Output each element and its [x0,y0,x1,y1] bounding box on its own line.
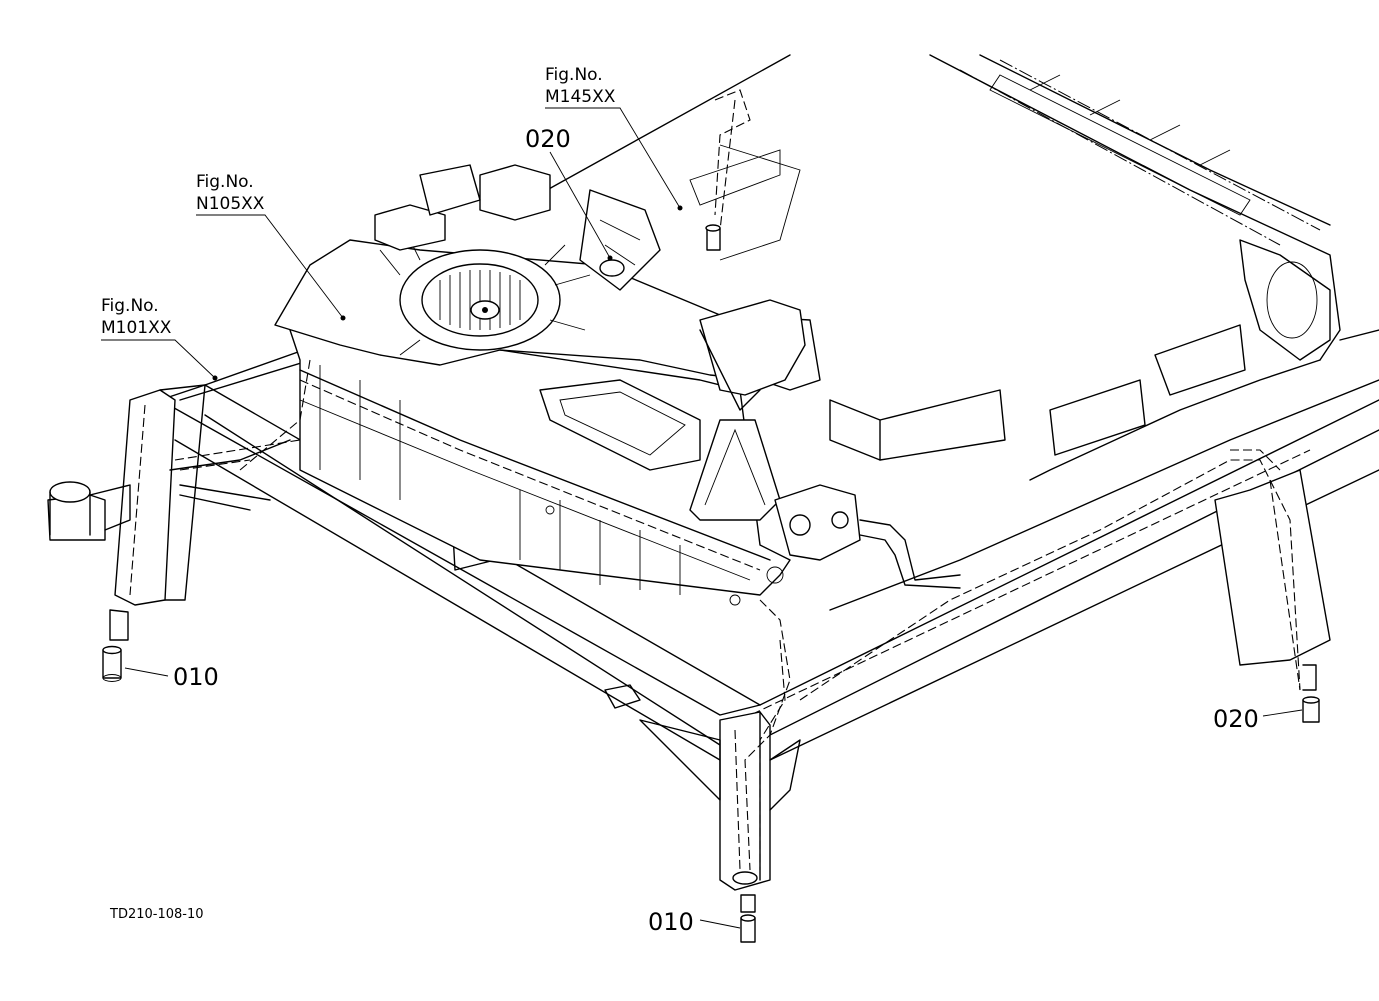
part-pins [102,224,1320,943]
callout-fig-m145: Fig.No. M145XX [545,65,616,107]
hidden-hose-routes [714,89,1301,871]
part-number-010-left: 010 [173,663,219,691]
part-number-020-top: 020 [525,125,571,153]
fig-number: N105XX [196,194,265,214]
drawing-code: TD210-108-10 [109,907,204,922]
fig-no-label: Fig.No. [545,65,603,85]
part-number-010-bottom: 010 [648,908,694,936]
fig-number: M145XX [545,87,616,107]
fig-no-label: Fig.No. [101,296,159,316]
callout-fig-m101: Fig.No. M101XX [101,296,172,338]
fig-no-label: Fig.No. [196,172,254,192]
fig-number: M101XX [101,318,172,338]
leader-lines [101,107,1303,929]
roof-frame [519,54,1379,481]
callout-fig-n105: Fig.No. N105XX [196,172,265,214]
hvac-unit [179,164,961,606]
part-number-020-right: 020 [1213,705,1259,733]
